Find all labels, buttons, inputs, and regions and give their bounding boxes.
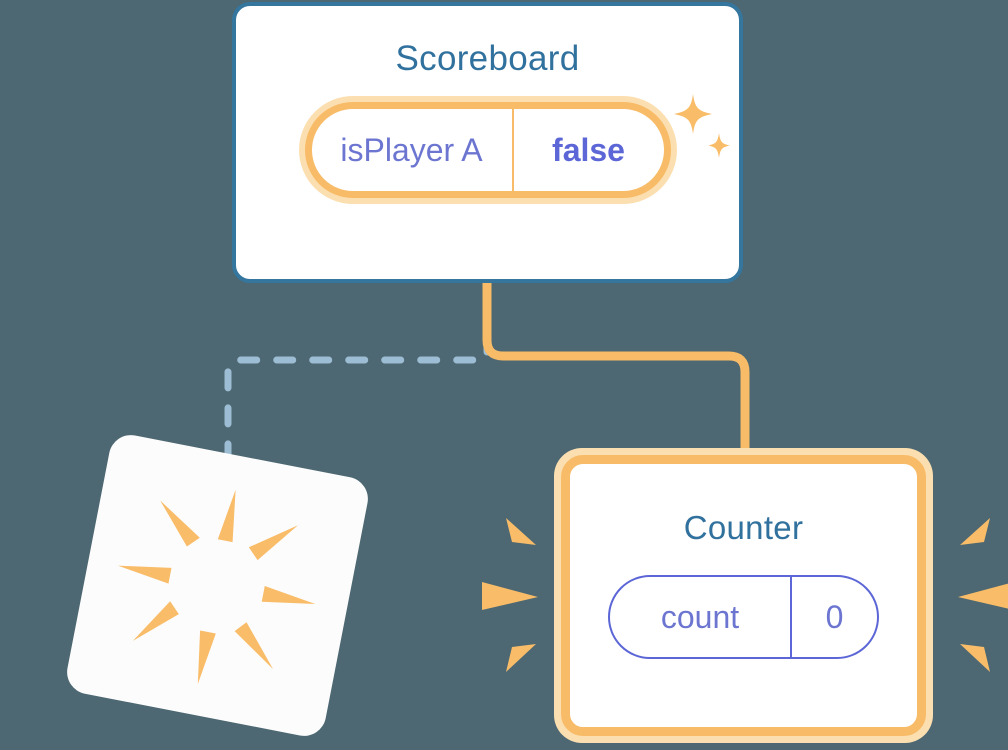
counter-state-value: 0 [790,577,877,657]
scoreboard-title: Scoreboard [395,39,580,78]
connector-solid-scoreboard-to-counter [482,280,750,460]
scoreboard-state-key: isPlayer A [340,131,483,168]
counter-card-inner: Counter count 0 [561,455,926,736]
connector-dashed-scoreboard-to-blank-card [224,296,491,482]
blank-card-burst-rays [117,489,316,685]
scoreboard-state-pill[interactable]: isPlayer A false [298,96,677,204]
burst-ray-icon [117,565,172,584]
counter-state-pill[interactable]: count 0 [608,575,879,659]
burst-ray-icon [197,630,216,685]
blank-card[interactable] [63,431,372,740]
burst-ray-icon [261,586,316,604]
counter-card[interactable]: Counter count 0 [554,448,933,743]
burst-ray-icon [132,601,179,641]
burst-ray-icon [248,525,298,561]
counter-title: Counter [683,509,804,546]
scoreboard-card[interactable]: Scoreboard isPlayer A false [232,2,743,283]
counter-state-key: count [660,598,740,635]
scoreboard-state-pill-inner: isPlayer A false [304,102,671,198]
burst-ray-icon [160,500,200,547]
counter-state-row: count 0 [570,575,917,659]
burst-ray-icon [217,489,236,543]
scoreboard-state-row: isPlayer A false [236,96,739,204]
scoreboard-state-value: false [511,109,664,191]
burst-ray-icon [234,622,274,670]
